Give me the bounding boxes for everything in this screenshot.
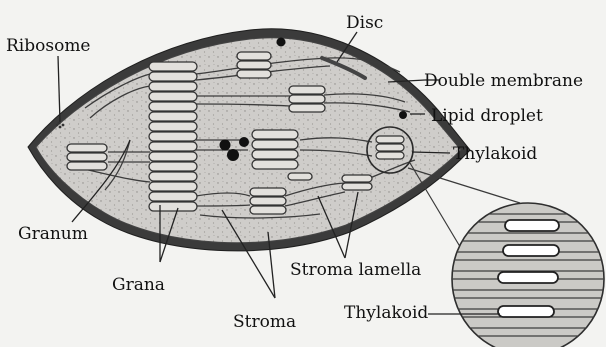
granum-stack-center — [252, 130, 298, 169]
label-thylakoid-upper: Thylakoid — [453, 144, 537, 164]
label-granum: Granum — [18, 224, 88, 244]
label-lipid-droplet: Lipid droplet — [431, 106, 543, 126]
thylakoid-highlight-stack — [376, 136, 404, 159]
granum-stack-right — [342, 175, 372, 190]
magnified-thylakoid-view — [440, 203, 606, 347]
label-thylakoid-lower: Thylakoid — [344, 303, 428, 323]
label-double-membrane: Double membrane — [424, 71, 583, 91]
granum-stack-left — [67, 144, 107, 170]
label-ribosome: Ribosome — [6, 36, 91, 56]
label-stroma-lamella: Stroma lamella — [290, 260, 421, 280]
granum-stack-top — [237, 52, 271, 78]
label-grana: Grana — [112, 275, 165, 295]
granum-stack-main — [149, 62, 197, 211]
granum-stack-small — [288, 173, 312, 180]
granum-stack-lower — [250, 188, 286, 214]
label-disc: Disc — [346, 13, 383, 33]
granum-stack-upper-mid — [289, 86, 325, 112]
label-stroma: Stroma — [233, 312, 296, 332]
